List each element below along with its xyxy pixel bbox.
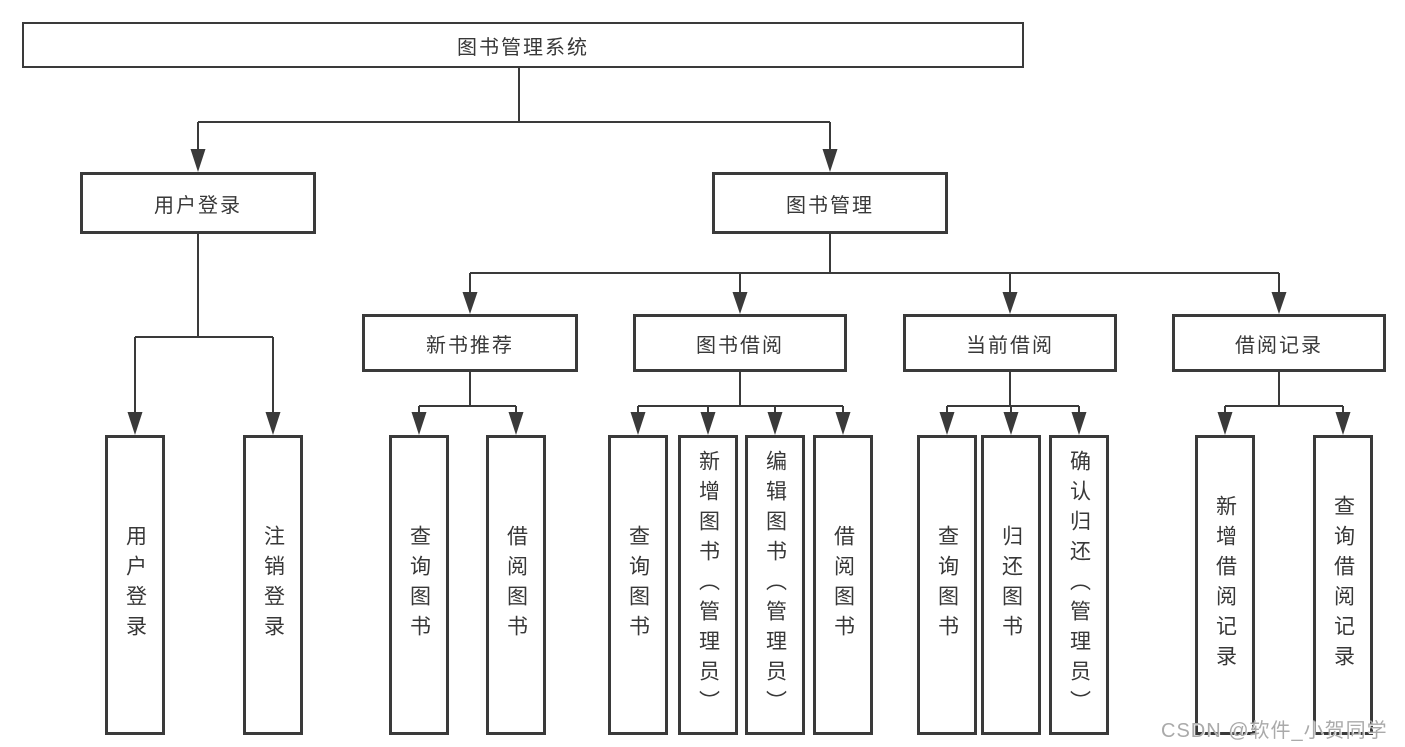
leaf-add-borrow-record: 新增借阅记录 bbox=[1195, 435, 1255, 735]
leaf-borrow-book-recommend: 借阅图书 bbox=[486, 435, 546, 735]
node-book-borrow: 图书借阅 bbox=[633, 314, 847, 372]
tree-edges bbox=[134, 68, 1344, 414]
leaf-borrow-book: 借阅图书 bbox=[813, 435, 873, 735]
leaf-return-book: 归还图书 bbox=[981, 435, 1041, 735]
leaf-query-borrow-record: 查询借阅记录 bbox=[1313, 435, 1373, 735]
arrowheads bbox=[127, 149, 1351, 435]
csdn-watermark: CSDN @软件_小贺同学 bbox=[1161, 720, 1388, 742]
node-current-borrow: 当前借阅 bbox=[903, 314, 1117, 372]
node-root-system: 图书管理系统 bbox=[22, 22, 1024, 68]
node-borrow-records: 借阅记录 bbox=[1172, 314, 1386, 372]
node-new-book-recommend: 新书推荐 bbox=[362, 314, 578, 372]
leaf-add-book-admin: 新增图书（管理员） bbox=[678, 435, 738, 735]
leaf-confirm-return-admin: 确认归还（管理员） bbox=[1049, 435, 1109, 735]
leaf-query-book-recommend: 查询图书 bbox=[389, 435, 449, 735]
leaf-query-book-borrow: 查询图书 bbox=[608, 435, 668, 735]
node-book-management: 图书管理 bbox=[712, 172, 948, 234]
node-user-login: 用户登录 bbox=[80, 172, 316, 234]
leaf-user-login: 用户登录 bbox=[105, 435, 165, 735]
leaf-query-book-current: 查询图书 bbox=[917, 435, 977, 735]
leaf-logout: 注销登录 bbox=[243, 435, 303, 735]
leaf-edit-book-admin: 编辑图书（管理员） bbox=[745, 435, 805, 735]
